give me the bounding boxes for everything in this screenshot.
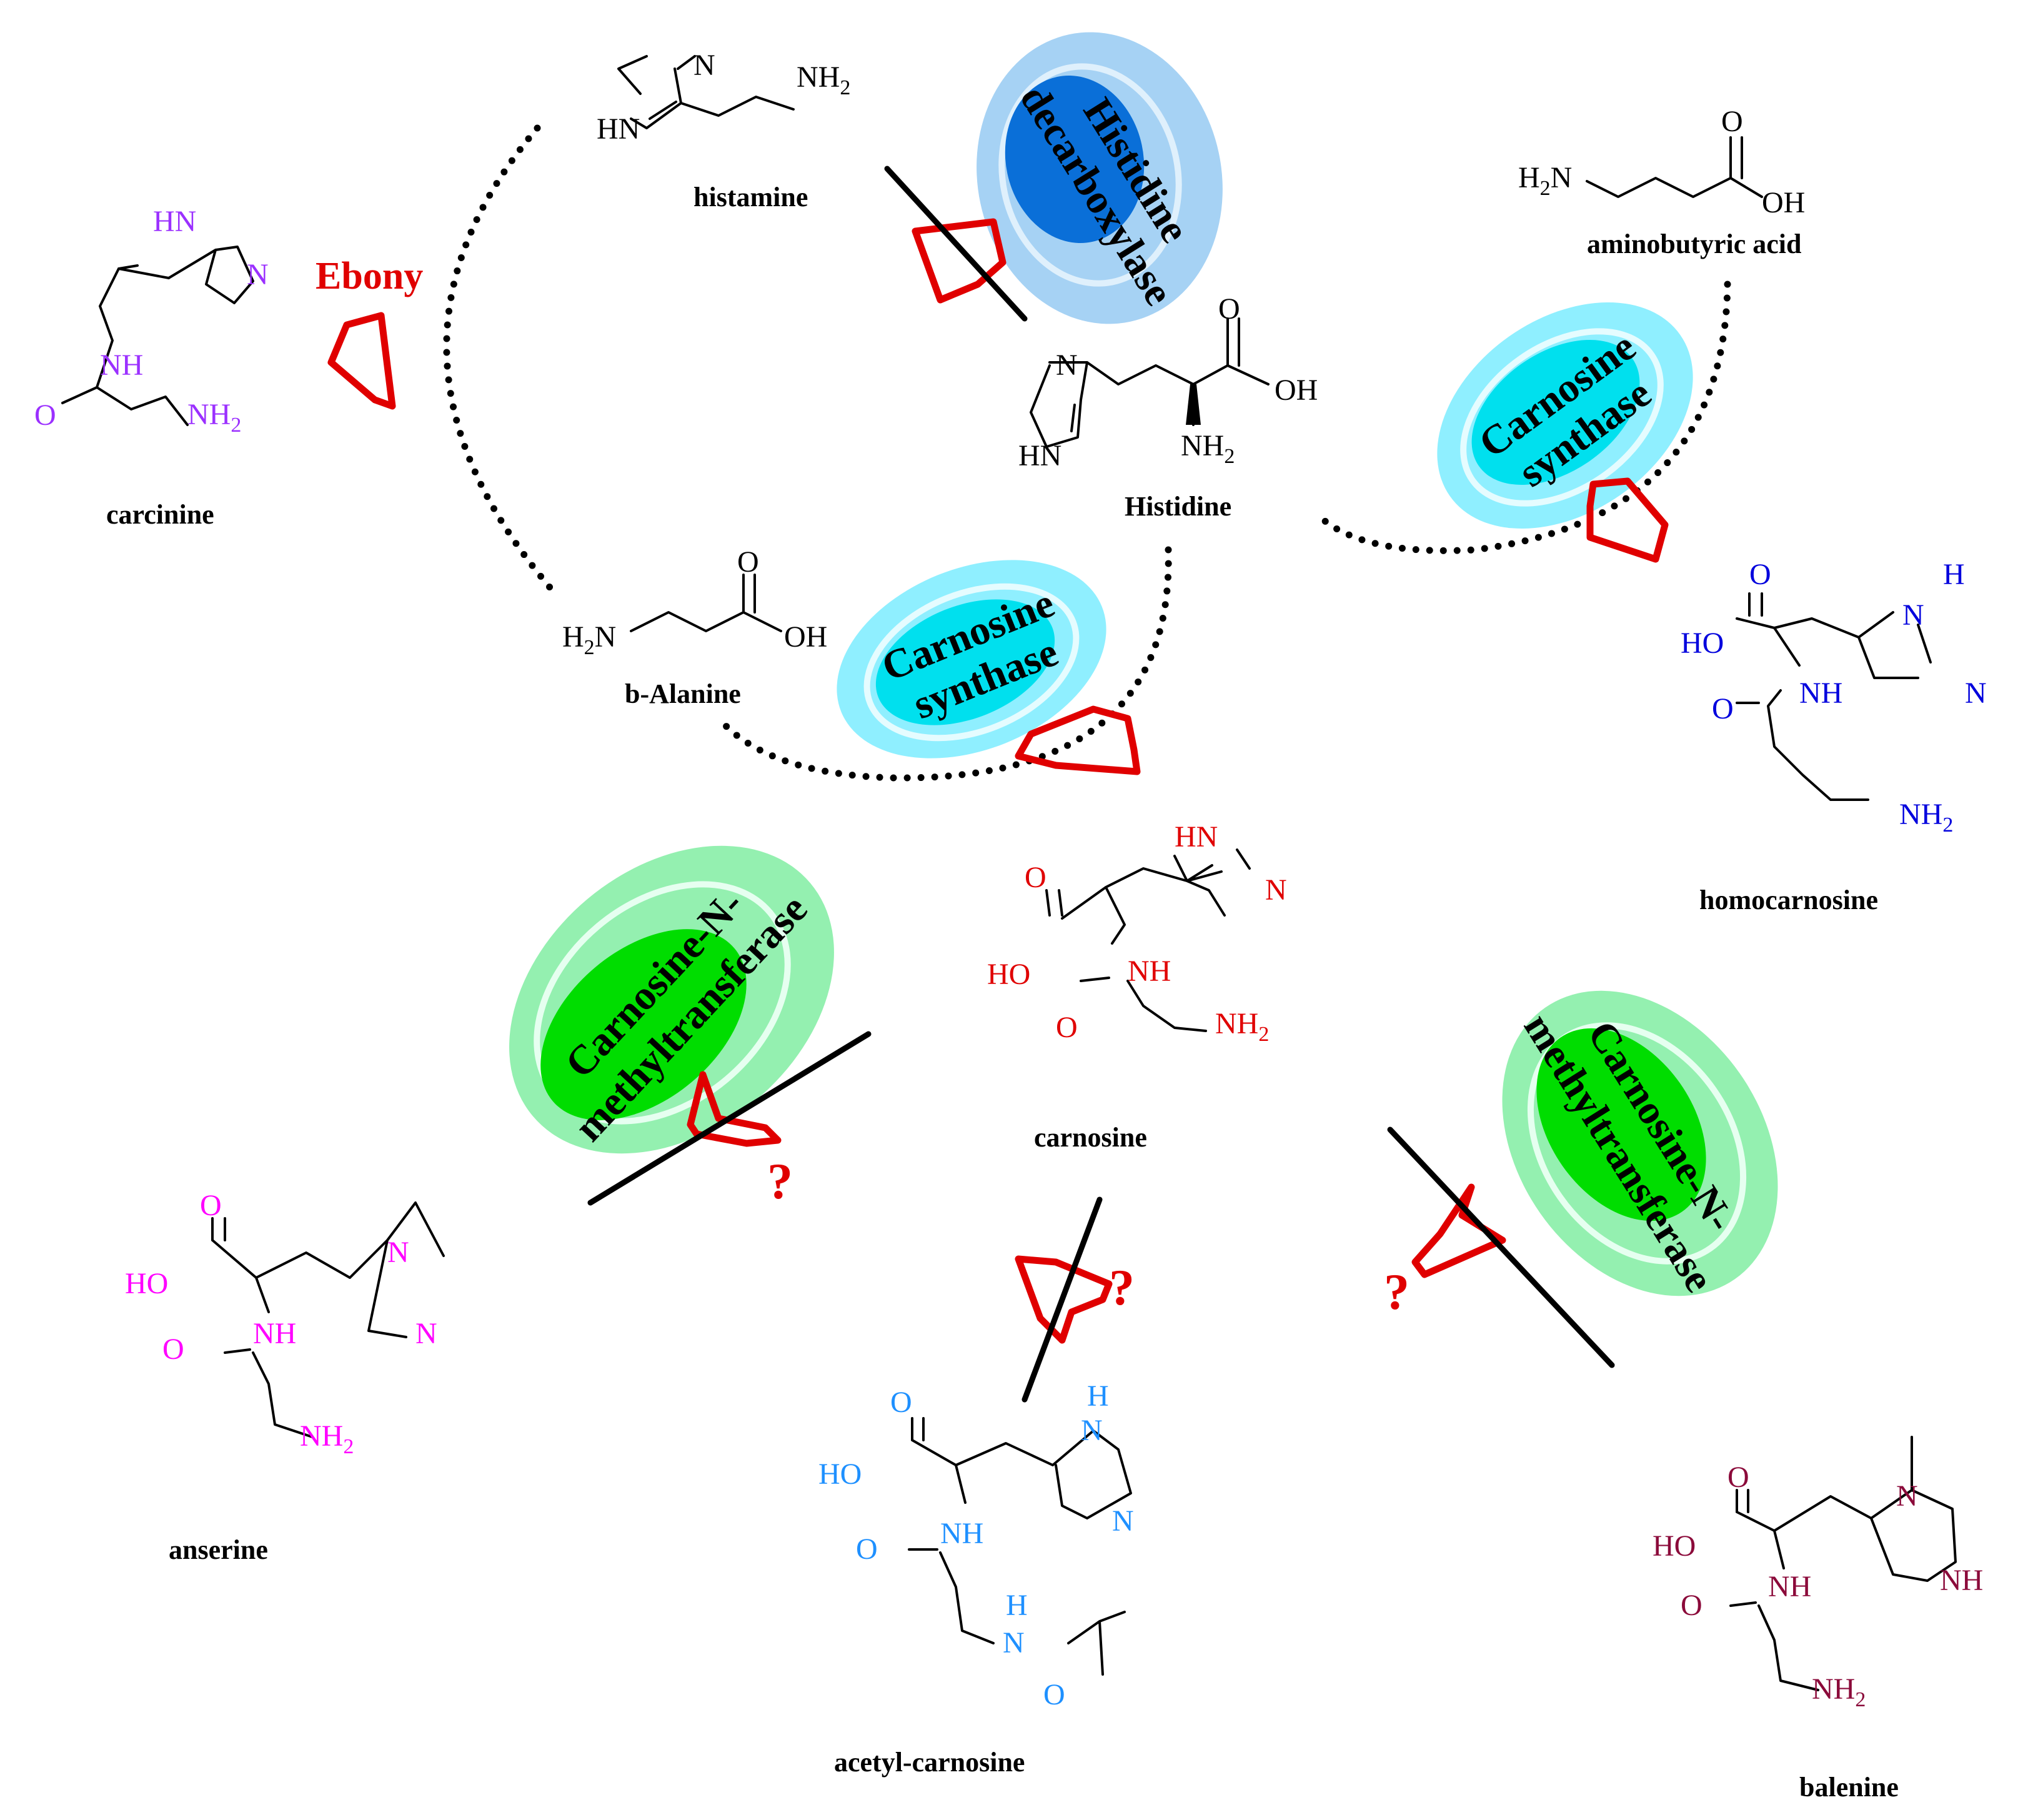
- methyltransferase-enzyme-left: Carnosine-N- methyltransferase: [509, 845, 834, 1154]
- histidine-structure: N HN O OH Histidine: [1018, 292, 1318, 522]
- alanine-O: O: [737, 545, 759, 579]
- homocarnosine-O-top: O: [1749, 558, 1771, 591]
- anserine-O-top: O: [200, 1189, 222, 1222]
- homocarnosine-HO: HO: [1681, 627, 1724, 660]
- histidine-label: Histidine: [1125, 491, 1231, 522]
- inhibition-bars: [587, 166, 1615, 1403]
- receptor-synthase-left-icon: [1015, 705, 1141, 775]
- acetyl-carnosine-O: O: [856, 1533, 878, 1566]
- b-alanine-structure: H2N O OH b-Alanine: [562, 545, 827, 709]
- carnosine-synthase-enzyme-right: Carnosine synthase: [1437, 302, 1693, 529]
- histamine-N: N: [693, 49, 715, 82]
- histidine-O: O: [1218, 292, 1240, 326]
- acetyl-carnosine-N-top: N: [1081, 1414, 1103, 1447]
- homocarnosine-label: homocarnosine: [1699, 885, 1878, 915]
- anserine-O: O: [162, 1333, 184, 1366]
- aminobutyric-acid-structure: H2N O OH aminobutyric acid: [1518, 105, 1805, 259]
- acetyl-carnosine-amide-N: N: [1003, 1626, 1025, 1659]
- carnosine-NH: NH: [1128, 955, 1171, 988]
- balenine-O-top: O: [1727, 1461, 1749, 1494]
- question-mark-methyl-left: ?: [767, 1153, 793, 1210]
- acetyl-carnosine-structure: O HO H N N NH O H N O acetyl-carnosine: [818, 1380, 1134, 1778]
- reaction-arcs: [443, 124, 1731, 782]
- histidine-decarboxylase-enzyme: Histidine decarboxylase: [977, 32, 1223, 324]
- arc-synthase-alanine: [721, 546, 1172, 782]
- balenine-structure: O HO N NH NH O balenine: [1653, 1436, 1983, 1803]
- histamine-label: histamine: [693, 182, 808, 212]
- carcinine-HN: HN: [153, 205, 196, 238]
- alanine-OH: OH: [784, 620, 827, 654]
- b-alanine-label: b-Alanine: [625, 679, 741, 709]
- balenine-HO: HO: [1653, 1529, 1696, 1563]
- carnosine-structure: HN N O HO NH O carnosine: [987, 820, 1287, 1153]
- carnosine-O-top: O: [1025, 861, 1046, 894]
- balenine-O: O: [1681, 1589, 1702, 1622]
- acetyl-carnosine-HO: HO: [818, 1458, 862, 1491]
- carcinine-O: O: [34, 399, 56, 432]
- receptor-synthase-right-icon: [1586, 477, 1669, 563]
- question-mark-acetyl: ?: [1109, 1259, 1135, 1316]
- svg-text:H2N: H2N: [562, 620, 616, 659]
- anserine-structure: O HO N N NH O anserine: [125, 1189, 445, 1565]
- anserine-label: anserine: [169, 1534, 268, 1565]
- carnosine-HO: HO: [987, 958, 1030, 991]
- aminobutyric-acid-label: aminobutyric acid: [1587, 229, 1801, 259]
- homocarnosine-N-top: N: [1902, 599, 1924, 632]
- histamine-HN: HN: [597, 112, 640, 146]
- carnosine-HN: HN: [1175, 820, 1218, 853]
- acetyl-carnosine-N: N: [1112, 1504, 1134, 1538]
- balenine-N: N: [1896, 1479, 1918, 1513]
- arc-ebony: [443, 124, 554, 591]
- homocarnosine-NH: NH: [1799, 677, 1842, 710]
- homocarnosine-H: H: [1943, 558, 1965, 591]
- histidine-OH: OH: [1275, 374, 1318, 407]
- acetyl-carnosine-label: acetyl-carnosine: [834, 1747, 1025, 1778]
- anserine-NH: NH: [253, 1317, 296, 1350]
- carnosine-N: N: [1265, 873, 1287, 907]
- carnosine-label: carnosine: [1034, 1122, 1147, 1153]
- histidine-HN: HN: [1018, 439, 1061, 472]
- homocarnosine-N: N: [1965, 677, 1987, 710]
- homocarnosine-structure: O HO H N N NH O homocarnosine: [1681, 558, 1987, 915]
- acetyl-carnosine-NH: NH: [940, 1517, 983, 1550]
- svg-text:H2N: H2N: [1518, 161, 1572, 200]
- gaba-OH: OH: [1762, 186, 1805, 219]
- acetyl-carnosine-acetyl-O: O: [1043, 1678, 1065, 1711]
- carcinine-structure: HN N NH O carcinine: [34, 205, 269, 530]
- question-mark-methyl-right: ?: [1384, 1263, 1409, 1320]
- homocarnosine-O: O: [1712, 692, 1734, 725]
- carnosine-O: O: [1056, 1011, 1078, 1044]
- balenine-NH-ring: NH: [1940, 1564, 1983, 1597]
- methyltransferase-enzyme-right: Carnosine-N- methyltransferase: [1502, 990, 1778, 1300]
- receptor-symbols: [327, 218, 1669, 1344]
- receptor-methyl-right-icon: [1411, 1183, 1506, 1278]
- histamine-structure: N HN histamine: [597, 49, 851, 212]
- gaba-O: O: [1721, 105, 1743, 138]
- ebony-label: Ebony: [316, 255, 423, 297]
- anserine-HO: HO: [125, 1267, 168, 1300]
- histidine-N: N: [1056, 349, 1078, 382]
- carcinine-label: carcinine: [106, 499, 214, 530]
- carnosine-synthase-enzyme-left: Carnosine synthase: [837, 560, 1106, 758]
- receptor-acetyl-icon: [1015, 1255, 1113, 1344]
- acetyl-carnosine-amide-H: H: [1006, 1589, 1028, 1622]
- anserine-N: N: [415, 1317, 437, 1350]
- anserine-N-top: N: [387, 1236, 409, 1269]
- balenine-label: balenine: [1799, 1772, 1899, 1803]
- receptor-ebony-icon: [327, 312, 396, 410]
- balenine-NH: NH: [1768, 1570, 1811, 1603]
- receptor-decarboxylase-icon: [912, 218, 1007, 304]
- acetyl-carnosine-O-top: O: [890, 1386, 912, 1419]
- carcinine-N: N: [247, 258, 269, 291]
- carcinine-NH: NH: [100, 349, 143, 382]
- arc-synthase-gaba: [1315, 281, 1731, 554]
- acetyl-carnosine-H: H: [1087, 1380, 1109, 1413]
